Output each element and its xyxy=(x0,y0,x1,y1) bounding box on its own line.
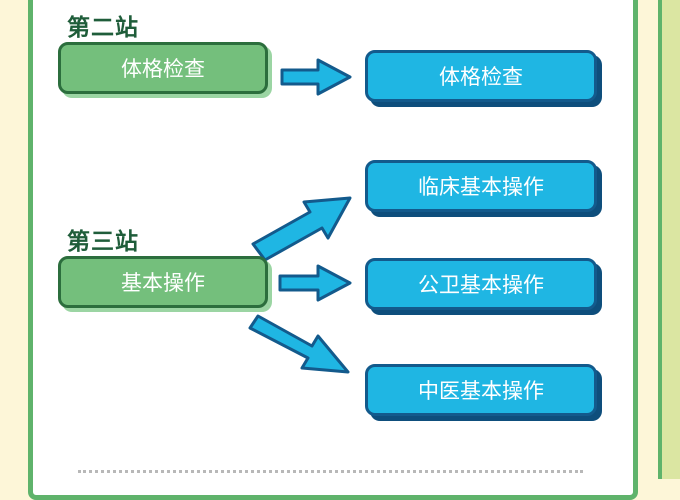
station-3-target-tcm-box: 中医基本操作 xyxy=(365,364,597,416)
station-3-source-box: 基本操作 xyxy=(58,256,268,308)
station-3-label: 第三站 xyxy=(67,229,139,255)
arrow-station3-to-public-health xyxy=(278,264,352,302)
arrow-station3-to-clinical xyxy=(251,196,352,262)
arrow-station2-to-physical-exam xyxy=(280,58,352,96)
station-3-target-clinical-box: 临床基本操作 xyxy=(365,160,597,212)
station-2-source-box: 体格检查 xyxy=(58,42,268,94)
station-3-target-public-health-box: 公卫基本操作 xyxy=(365,258,597,310)
arrow-layer xyxy=(248,58,352,374)
dotted-divider xyxy=(78,470,583,473)
right-border-strip xyxy=(658,0,680,479)
arrow-station3-to-tcm xyxy=(248,314,350,374)
station-2-label: 第二站 xyxy=(67,15,139,41)
station-2-target-box: 体格检查 xyxy=(365,50,597,102)
